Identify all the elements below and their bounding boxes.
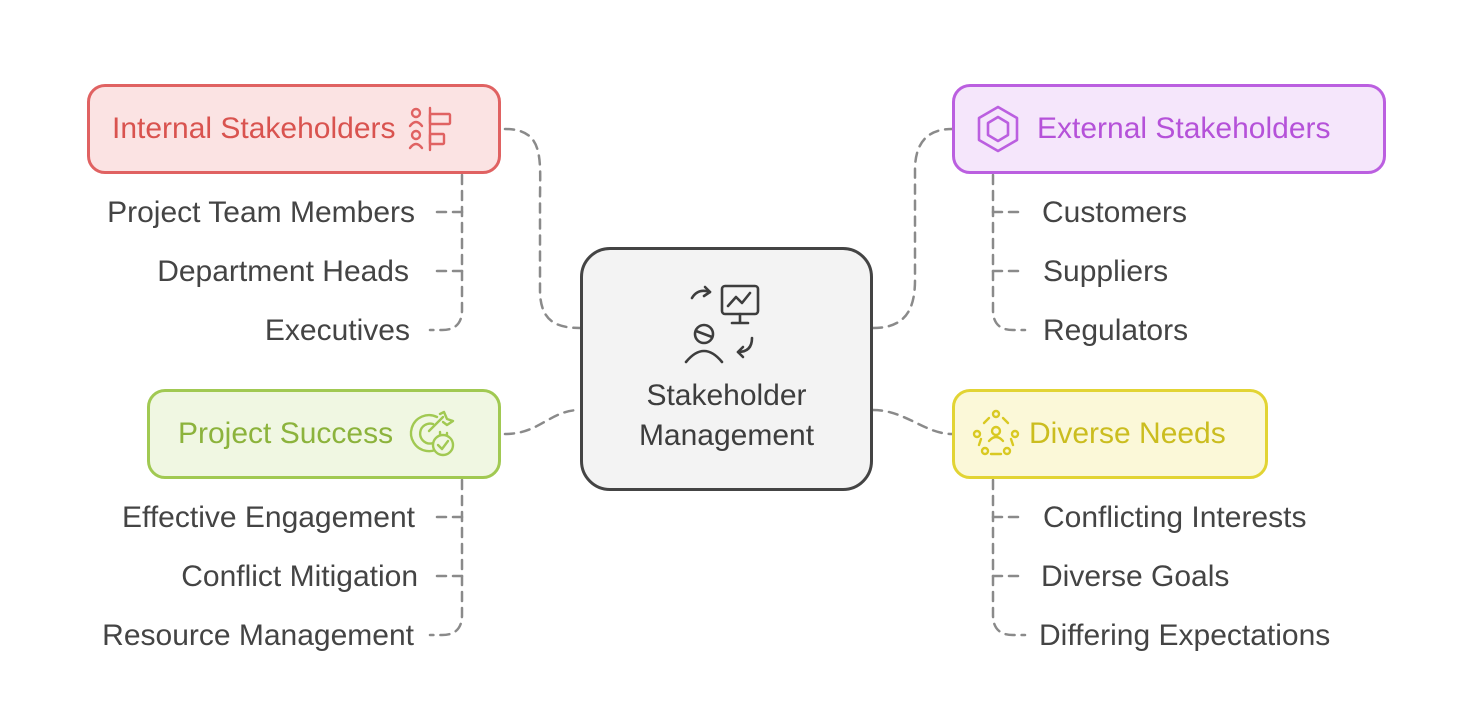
center-node[interactable]: Stakeholder Management: [580, 247, 873, 491]
external-stakeholders-node[interactable]: External Stakeholders: [952, 84, 1386, 174]
diverse-needs-label: Diverse Needs: [1029, 417, 1226, 450]
project-success-label: Project Success: [178, 417, 394, 450]
external-stakeholders-label: External Stakeholders: [1037, 112, 1331, 145]
hexagon-cube-icon: [977, 105, 1019, 153]
internal-item-1: Project Team Members: [107, 196, 415, 229]
stakeholder-presentation-icon: [684, 284, 759, 364]
external-item-1: Customers: [1042, 196, 1188, 229]
center-title: Stakeholder Management: [638, 379, 815, 452]
external-item-3: Regulators: [1043, 314, 1189, 347]
internal-stakeholders-node[interactable]: Internal Stakeholders: [87, 84, 501, 174]
internal-stakeholders-label: Internal Stakeholders: [112, 112, 396, 145]
diverse-item-2: Diverse Goals: [1041, 560, 1230, 593]
org-chart-people-icon: [408, 106, 451, 152]
success-item-1: Effective Engagement: [122, 501, 415, 534]
diverse-needs-node[interactable]: Diverse Needs: [952, 389, 1268, 479]
diverse-item-3: Differing Expectations: [1039, 619, 1331, 652]
internal-item-3: Executives: [264, 314, 410, 347]
external-item-2: Suppliers: [1043, 255, 1169, 288]
diverse-item-1: Conflicting Interests: [1043, 501, 1307, 534]
success-item-3: Resource Management: [102, 619, 414, 652]
project-success-node[interactable]: Project Success: [147, 389, 501, 479]
internal-item-2: Department Heads: [157, 255, 409, 288]
success-item-2: Conflict Mitigation: [181, 560, 418, 593]
target-check-icon: [409, 410, 455, 457]
people-network-icon: [972, 409, 1020, 456]
